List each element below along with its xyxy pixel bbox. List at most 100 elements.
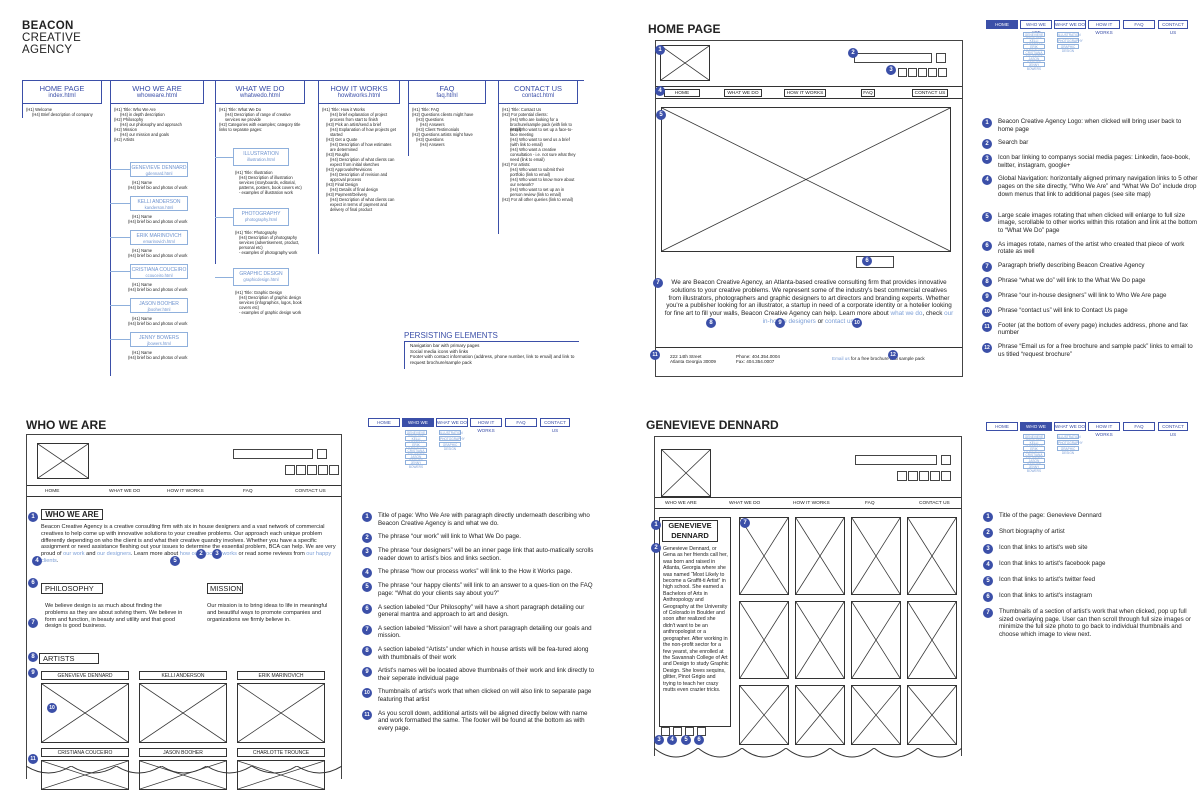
work-thumbnail[interactable]: [739, 517, 789, 595]
search-bar[interactable]: [855, 455, 937, 465]
artist-thumbnail[interactable]: [41, 760, 129, 790]
nav-dropdown-item[interactable]: GENEVIEVE DENNARD: [405, 430, 427, 439]
nav-tab-what[interactable]: WHAT WE DO: [436, 418, 468, 427]
nav-dropdown-item[interactable]: PHOTOGRAPHY: [439, 436, 465, 441]
linkedin-icon[interactable]: [897, 471, 907, 481]
nav-home[interactable]: HOME: [664, 89, 700, 97]
nav-how-it-works[interactable]: HOW IT WORKS: [784, 89, 826, 97]
in-house-designers-link[interactable]: our in-house designers: [762, 310, 954, 325]
artist-thumbnail[interactable]: [237, 760, 325, 790]
work-thumbnail[interactable]: [739, 601, 789, 679]
process-link[interactable]: how our process works: [179, 551, 237, 558]
linkedin-icon[interactable]: [285, 465, 295, 475]
nav-contact-us[interactable]: CONTACT US: [919, 501, 950, 506]
googleplus-icon[interactable]: [329, 465, 339, 475]
nav-contact-us[interactable]: CONTACT US: [912, 89, 948, 97]
artist-thumbnail[interactable]: [139, 760, 227, 790]
nav-who-we-are[interactable]: WHO WE ARE: [665, 501, 697, 506]
instagram-icon[interactable]: [318, 465, 328, 475]
work-thumbnail[interactable]: [795, 517, 845, 595]
nav-tab-faq[interactable]: FAQ: [1123, 422, 1155, 431]
nav-dropdown-item[interactable]: JENNY BOWERS: [405, 460, 427, 469]
nav-what-we-do[interactable]: WHAT WE DO: [729, 501, 761, 506]
logo-placeholder[interactable]: [661, 449, 711, 497]
email-us-link[interactable]: Email us: [832, 356, 850, 361]
instagram-icon[interactable]: [930, 471, 940, 481]
instagram-icon[interactable]: [928, 68, 937, 77]
work-thumbnail[interactable]: [739, 685, 789, 745]
nav-tab-home[interactable]: HOME: [986, 20, 1018, 29]
nav-dropdown-item[interactable]: ERIK MARINOVICH: [405, 442, 427, 451]
nav-tab-contact[interactable]: CONTACT US: [1158, 20, 1188, 35]
work-thumbnail[interactable]: [851, 601, 901, 679]
facebook-icon[interactable]: [673, 727, 682, 736]
search-bar[interactable]: [854, 53, 932, 63]
nav-tab-how[interactable]: HOW IT WORKS: [1088, 20, 1120, 35]
artist-name-button[interactable]: CRISTIANA COUCEIRO: [41, 748, 129, 757]
nav-dropdown-item[interactable]: ERIK MARINOVICH: [1023, 44, 1045, 53]
nav-what-we-do[interactable]: WHAT WE DO: [724, 89, 762, 97]
nav-tab-who[interactable]: WHO WE ARE: [402, 418, 434, 433]
nav-what-we-do[interactable]: WHAT WE DO: [109, 489, 141, 494]
artist-name-button[interactable]: JASON BOOHER: [139, 748, 227, 757]
nav-how-it-works[interactable]: HOW IT WORKS: [167, 489, 204, 494]
search-button[interactable]: [936, 53, 946, 63]
twitter-icon[interactable]: [918, 68, 927, 77]
linkedin-icon[interactable]: [898, 68, 907, 77]
nav-tab-home[interactable]: HOME: [368, 418, 400, 427]
artist-name-button[interactable]: GENEVIEVE DENNARD: [41, 671, 129, 680]
logo-placeholder[interactable]: [660, 45, 710, 81]
artist-name-button[interactable]: CHARLOTTE TROUNCE: [237, 748, 325, 757]
facebook-icon[interactable]: [908, 68, 917, 77]
nav-dropdown-item[interactable]: CRISTIANA COUCEIRO: [405, 448, 427, 457]
rotating-image[interactable]: [661, 107, 951, 252]
facebook-icon[interactable]: [296, 465, 306, 475]
search-button[interactable]: [317, 449, 327, 459]
nav-tab-who[interactable]: WHO WE ARE: [1020, 422, 1052, 437]
artist-thumbnail[interactable]: [139, 683, 227, 743]
search-button[interactable]: [941, 455, 951, 465]
nav-faq[interactable]: FAQ: [865, 501, 875, 506]
nav-dropdown-item[interactable]: CRISTIANA COUCEIRO: [1023, 452, 1045, 461]
nav-dropdown-item[interactable]: KELLI ANDERSON: [1023, 38, 1045, 47]
nav-dropdown-item[interactable]: CRISTIANA COUCEIRO: [1023, 50, 1045, 59]
nav-faq[interactable]: FAQ: [861, 89, 875, 97]
work-thumbnail[interactable]: [795, 601, 845, 679]
nav-tab-what[interactable]: WHAT WE DO: [1054, 20, 1086, 29]
nav-dropdown-item[interactable]: ILLUSTRATION: [1057, 434, 1081, 439]
search-bar[interactable]: [233, 449, 313, 459]
nav-dropdown-item[interactable]: GRAPHIC DESIGN: [439, 442, 461, 451]
nav-dropdown-item[interactable]: GRAPHIC DESIGN: [1057, 446, 1079, 455]
work-thumbnail[interactable]: [907, 685, 957, 745]
nav-contact-us[interactable]: CONTACT US: [295, 489, 326, 494]
nav-dropdown-item[interactable]: JASON BOOHER: [1023, 56, 1045, 65]
nav-tab-faq[interactable]: FAQ: [505, 418, 537, 427]
work-thumbnail[interactable]: [851, 517, 901, 595]
nav-tab-contact[interactable]: CONTACT US: [540, 418, 570, 433]
nav-dropdown-item[interactable]: JENNY BOWERS: [1023, 62, 1045, 71]
nav-dropdown-item[interactable]: JASON BOOHER: [405, 454, 427, 463]
artist-thumbnail[interactable]: [237, 683, 325, 743]
nav-tab-what[interactable]: WHAT WE DO: [1054, 422, 1086, 431]
nav-dropdown-item[interactable]: JENNY BOWERS: [1023, 464, 1045, 473]
nav-tab-faq[interactable]: FAQ: [1123, 20, 1155, 29]
nav-home[interactable]: HOME: [45, 489, 60, 494]
artist-name-button[interactable]: ERIK MARINOVICH: [237, 671, 325, 680]
nav-dropdown-item[interactable]: JASON BOOHER: [1023, 458, 1045, 467]
logo-placeholder[interactable]: [37, 443, 89, 479]
nav-how-it-works[interactable]: HOW IT WORKS: [793, 501, 830, 506]
nav-tab-home[interactable]: HOME: [986, 422, 1018, 431]
facebook-icon[interactable]: [908, 471, 918, 481]
nav-dropdown-item[interactable]: PHOTOGRAPHY: [1057, 440, 1083, 445]
work-thumbnail[interactable]: [907, 601, 957, 679]
nav-dropdown-item[interactable]: GENEVIEVE DENNARD: [1023, 434, 1045, 443]
